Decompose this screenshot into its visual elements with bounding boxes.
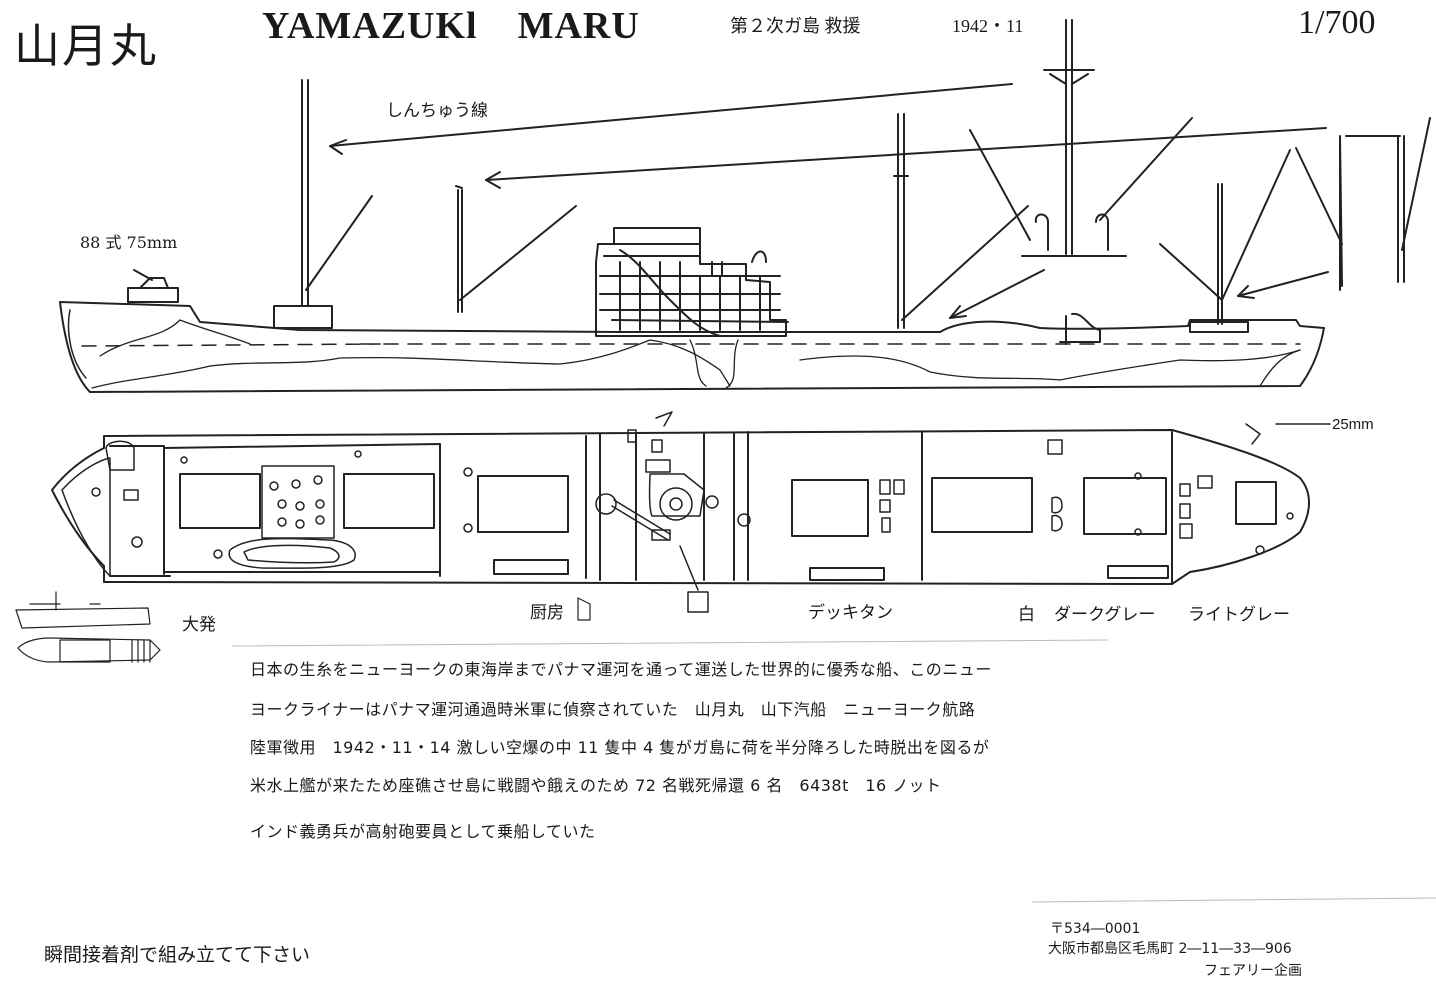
deck-fittings [91,411,1331,613]
color-white-label: 白 [1018,605,1035,625]
galley-label: 厨房 [530,603,564,623]
description-line-4: 米水上艦が来たため座礁させ島に戦闘や餓えのため 72 名戦死帰還 6 名 643… [250,776,942,795]
color-light-gray-label: ライトグレー [1188,605,1290,625]
cable-label: しんちゅう線 [386,101,488,121]
description-line-2: ヨークライナーはパナマ運河通過時米軍に偵察されていた 山月丸 山下汽船 ニューヨ… [250,700,976,719]
description-line-3: 陸軍徴用 1942・11・14 激しい空爆の中 11 隻中 4 隻がガ島に荷を半… [250,738,990,757]
aa-gun-label: 25mm [1332,416,1374,433]
title-english: YAMAZUKl MARU [262,4,640,48]
deck-tan-label: デッキタン [808,603,893,623]
rule-line [231,639,1109,647]
side-view-superstructure [595,227,789,337]
gun-label: 88 式 75mm [80,233,178,252]
side-view-gun [127,269,179,303]
description-line-5: インド義勇兵が高射砲要員として乗船していた [250,822,596,841]
title-english-1: YAMAZUKl [262,5,478,47]
title-japanese: 山月丸 [14,19,158,73]
postal-code: 〒534―0001 [1050,921,1141,937]
color-dark-gray-label: ダークグレー [1054,605,1156,625]
boat-label: 大発 [182,615,216,635]
date: 1942・11 [952,16,1024,36]
deck-hatches [179,465,1277,581]
title-english-2: MARU [517,5,640,47]
side-view-arrows [329,83,1329,319]
description-line-1: 日本の生糸をニューヨークの東海岸までパナマ運河を通って運送した世界的に優秀な船、… [250,660,992,679]
deck-plan-outline [51,429,1310,585]
assembly-instruction: 瞬間接着剤で組み立てて下さい [44,944,311,966]
side-view-masts [273,19,1431,345]
subtitle: 第２次ガ島 救援 [730,16,861,36]
boat-inset [15,591,591,663]
company-name: フェアリー企画 [1204,963,1302,979]
scale-label: 1/700 [1298,4,1376,41]
side-view-hull [59,301,1325,393]
address: 大阪市都島区毛馬町 2―11―33―906 [1048,941,1292,957]
rule-line [1031,897,1436,903]
